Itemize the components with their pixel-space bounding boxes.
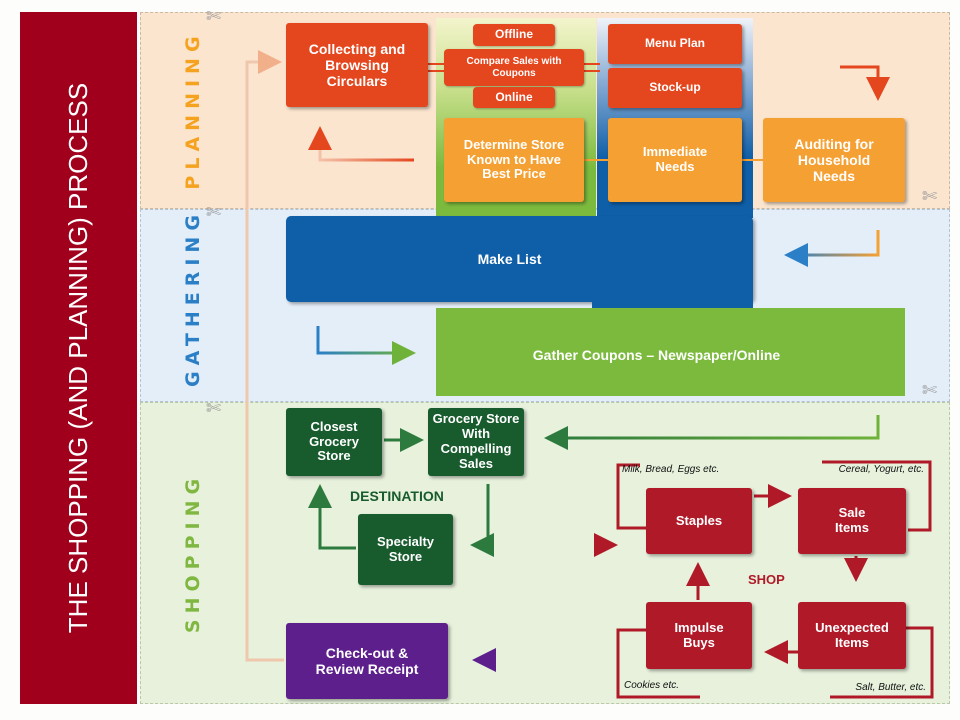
- compare-sales-box: Compare Sales with Coupons: [444, 49, 584, 86]
- destination-label: DESTINATION: [350, 488, 444, 504]
- impulse-buys-box: Impulse Buys: [646, 602, 752, 669]
- determine-store-label: Determine Store Known to Have Best Price: [463, 136, 565, 182]
- shop-label: SHOP: [748, 572, 785, 587]
- staples-label: Staples: [675, 512, 723, 528]
- title-bar: [20, 12, 137, 704]
- blue-column-connector: [592, 296, 753, 308]
- specialty-store-box: Specialty Store: [358, 514, 453, 585]
- gather-coupons-box: Gather Coupons – Newspaper/Online: [436, 308, 905, 396]
- scissors-icon: ✄: [922, 186, 938, 207]
- auditing-needs-box: Auditing for Household Needs: [763, 118, 905, 202]
- compelling-store-box: Grocery Store With Compelling Sales: [428, 408, 524, 476]
- online-label: Online: [495, 89, 533, 104]
- unexpected-items-box: Unexpected Items: [798, 602, 906, 669]
- collecting-circulars-label: Collecting and Browsing Circulars: [308, 40, 406, 90]
- sale-items-box: Sale Items: [798, 488, 906, 554]
- compare-sales-label: Compare Sales with Coupons: [466, 56, 562, 79]
- stock-up-box: Stock-up: [608, 68, 742, 108]
- checkout-label: Check-out & Review Receipt: [315, 644, 419, 677]
- impulse-buys-label: Impulse Buys: [674, 619, 724, 650]
- sale-items-note: Cereal, Yogurt, etc.: [838, 464, 924, 475]
- gather-coupons-label: Gather Coupons – Newspaper/Online: [532, 346, 781, 363]
- staples-box: Staples: [646, 488, 752, 554]
- impulse-buys-note: Cookies etc.: [624, 680, 680, 691]
- scissors-icon: ✄: [206, 202, 222, 223]
- staples-note: Milk, Bread, Eggs etc.: [622, 464, 720, 475]
- compelling-store-label: Grocery Store With Compelling Sales: [432, 411, 520, 471]
- collecting-circulars-box: Collecting and Browsing Circulars: [286, 23, 428, 107]
- sale-items-label: Sale Items: [835, 505, 869, 535]
- closest-store-label: Closest Grocery Store: [309, 418, 359, 464]
- unexpected-items-note: Salt, Butter, etc.: [855, 682, 926, 693]
- online-box: Online: [473, 87, 555, 108]
- menu-plan-label: Menu Plan: [644, 36, 705, 51]
- make-list-box: Make List: [286, 216, 753, 302]
- checkout-box: Check-out & Review Receipt: [286, 623, 448, 699]
- specialty-store-label: Specialty Store: [376, 533, 435, 564]
- shop-text: SHOP: [748, 572, 785, 587]
- make-list-label: Make List: [477, 250, 542, 267]
- immediate-needs-box: Immediate Needs: [608, 118, 742, 202]
- stock-up-label: Stock-up: [649, 80, 701, 95]
- scissors-icon: ✄: [206, 6, 222, 27]
- scissors-icon: ✄: [206, 398, 222, 419]
- destination-text: DESTINATION: [350, 488, 444, 504]
- immediate-needs-label: Immediate Needs: [642, 144, 708, 174]
- auditing-needs-label: Auditing for Household Needs: [794, 135, 874, 185]
- offline-box: Offline: [473, 24, 555, 46]
- scissors-icon: ✄: [922, 380, 938, 401]
- unexpected-items-label: Unexpected Items: [815, 619, 889, 650]
- determine-store-box: Determine Store Known to Have Best Price: [444, 118, 584, 202]
- closest-store-box: Closest Grocery Store: [286, 408, 382, 476]
- offline-label: Offline: [495, 27, 533, 42]
- menu-plan-box: Menu Plan: [608, 24, 742, 64]
